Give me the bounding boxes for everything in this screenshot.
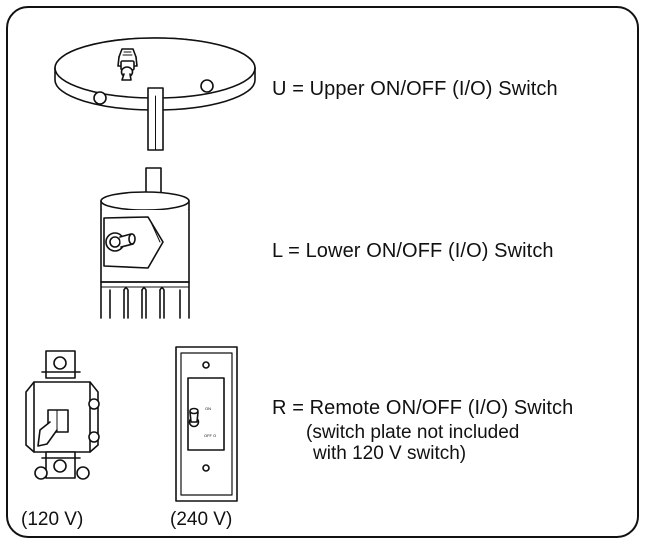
lower-switch-label: L = Lower ON/OFF (I/O) Switch bbox=[272, 240, 554, 262]
lower-toggle-icon bbox=[105, 232, 136, 252]
toggle-switch-120v-illustration bbox=[25, 350, 100, 480]
voltage-120-label: (120 V) bbox=[21, 509, 84, 530]
plate-toggle-icon bbox=[188, 407, 200, 428]
plate-on-marking: ON bbox=[205, 406, 211, 411]
remote-switch-label: R = Remote ON/OFF (I/O) Switch bbox=[272, 397, 574, 419]
upper-toggle-icon bbox=[117, 48, 138, 81]
plate-off-marking: OFF O bbox=[204, 433, 216, 438]
fixture-body-illustration bbox=[100, 167, 190, 319]
voltage-240-label: (240 V) bbox=[170, 509, 233, 530]
remote-switch-note-line1: (switch plate not included bbox=[306, 422, 520, 443]
remote-switch-note-line2: with 120 V switch) bbox=[313, 443, 467, 464]
ceiling-canopy-illustration bbox=[54, 37, 256, 151]
diagram-frame bbox=[6, 6, 639, 538]
wall-plate-240v-illustration bbox=[175, 346, 238, 502]
upper-switch-label: U = Upper ON/OFF (I/O) Switch bbox=[272, 78, 558, 100]
